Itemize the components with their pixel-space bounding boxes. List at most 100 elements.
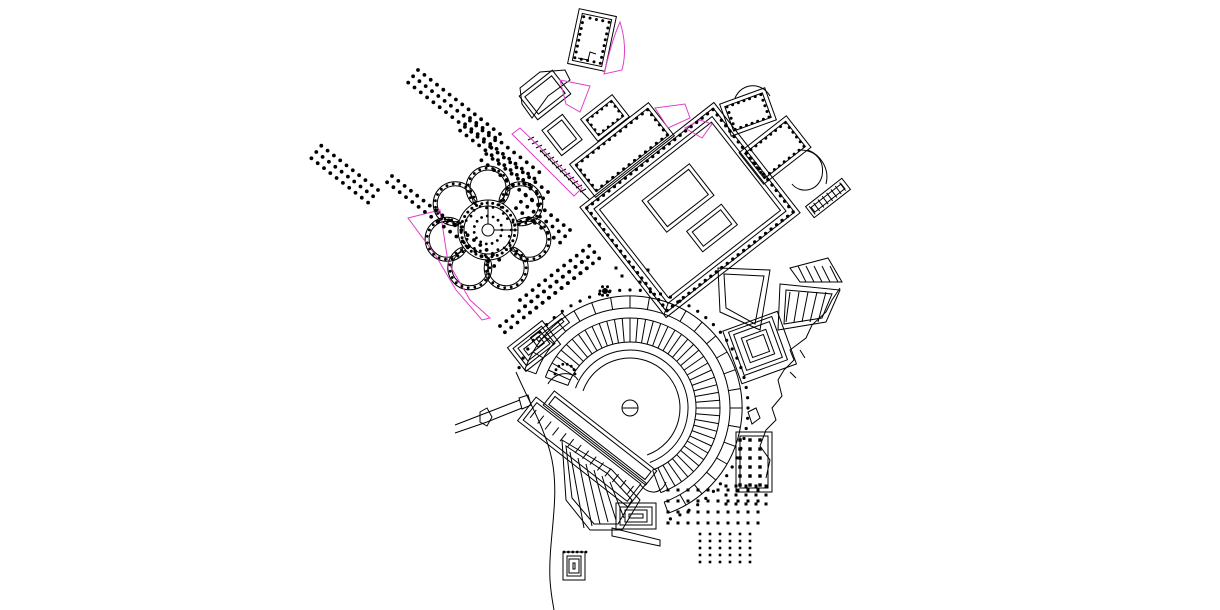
garden-column [597,256,602,261]
theatre-vomitorium [723,369,736,375]
garden-column [574,253,579,258]
north-temple-column [592,60,596,64]
garden-column [514,165,519,170]
market-pillar [756,499,760,503]
north-temple-column [607,20,611,24]
garden-column [333,164,338,169]
rosette-lobe-column [484,278,487,282]
rosette-lobe-column [502,174,505,177]
theatre-scaena-room [552,427,560,436]
east-stair-step [821,195,829,205]
east-bath-column [733,127,737,131]
theatre-scaena-room [544,421,552,430]
garden-column [350,168,355,173]
garden-column [510,314,515,318]
upper-stoa-shrine-column [589,123,593,127]
garden-column [483,148,488,153]
market-pillar [716,499,720,503]
theatre-outer-column [618,288,622,292]
theatre-outer-column [730,347,734,351]
garden-column [524,193,528,198]
theatre-aisle [676,344,694,362]
agora-colonnade [681,295,686,300]
theatre-aisle [657,467,669,490]
market-pillar [698,546,702,550]
rosette-lobe-column [499,199,503,203]
agora-colonnade [724,124,728,128]
east-gymnasium-column [779,125,782,129]
garden-column [521,178,526,182]
rosette-lobe-column [491,167,494,170]
tomb-column [584,550,588,554]
theatre-outer-column [569,304,573,308]
harbour-hall-inner [739,435,769,489]
garden-column [536,203,541,208]
agora-colonnade [656,298,661,302]
garden-column [515,173,519,177]
theatre-parodos-column [572,368,576,372]
garden-column [526,171,530,176]
theatre-vomitorium [532,351,544,359]
garden-column [450,115,455,119]
harbour-pillar [734,484,738,488]
agora-colonnade [709,274,713,278]
upper-stoa-column [586,178,591,182]
north-temple-column [578,32,582,36]
agora-colonnade [725,261,729,266]
rosette-lobe-column [488,266,492,270]
theatre-outer-column [517,366,521,370]
market-pillar [718,553,722,557]
garden-column [481,139,486,144]
agora-colonnade [747,244,751,248]
rosette-core-column [463,215,467,218]
east-gymnasium-column [763,175,766,179]
north-temple-column [579,27,583,30]
rosette-core-column [511,218,515,222]
garden-column [508,160,513,165]
upper-stoa-column [665,133,669,137]
theatre-outer-column [711,489,716,493]
garden-column [402,184,407,188]
garden-column [406,80,411,85]
garden-column [567,269,571,274]
market-pillar [716,488,720,492]
garden-column [470,138,475,143]
rosette-lobe-column [535,189,538,193]
garden-column [512,150,516,155]
agora-colonnade [736,140,740,144]
north-temple-column [580,21,584,25]
garden-column [409,188,413,193]
garden-column [518,298,522,302]
agora-colonnade [731,257,735,261]
market-pillar [666,488,670,492]
theatre-aisle [695,413,720,417]
garden-column [347,185,352,190]
theatre-aisle [662,464,676,487]
upper-stoa-column [661,128,666,132]
east-bath-column [745,123,748,127]
garden-column [429,214,434,219]
garden-column [465,233,470,238]
market-pillar [686,488,690,492]
garden-column [507,156,512,161]
harbour-pillar [748,447,752,451]
rosette-lobe-column [525,218,529,221]
theatre-aisle [676,454,694,472]
rosette-lobe-column [524,266,528,270]
east-bath-column [765,110,769,113]
garden-column [586,255,590,259]
rosette-lobe-column [469,214,473,218]
rosette-lobe-column [456,221,460,224]
harbour-pillar [738,438,742,442]
garden-column [560,274,565,279]
market-pillar [746,499,750,503]
agora-colonnade [753,240,757,244]
theatre-aisle [571,338,588,358]
garden-column [572,276,576,280]
theatre-aisle [652,323,662,347]
market-pillar [738,539,742,543]
upper-boundary [683,119,713,139]
garden-column [352,179,357,184]
east-bath-column [731,103,735,107]
east-gymnasium-column [764,136,768,140]
